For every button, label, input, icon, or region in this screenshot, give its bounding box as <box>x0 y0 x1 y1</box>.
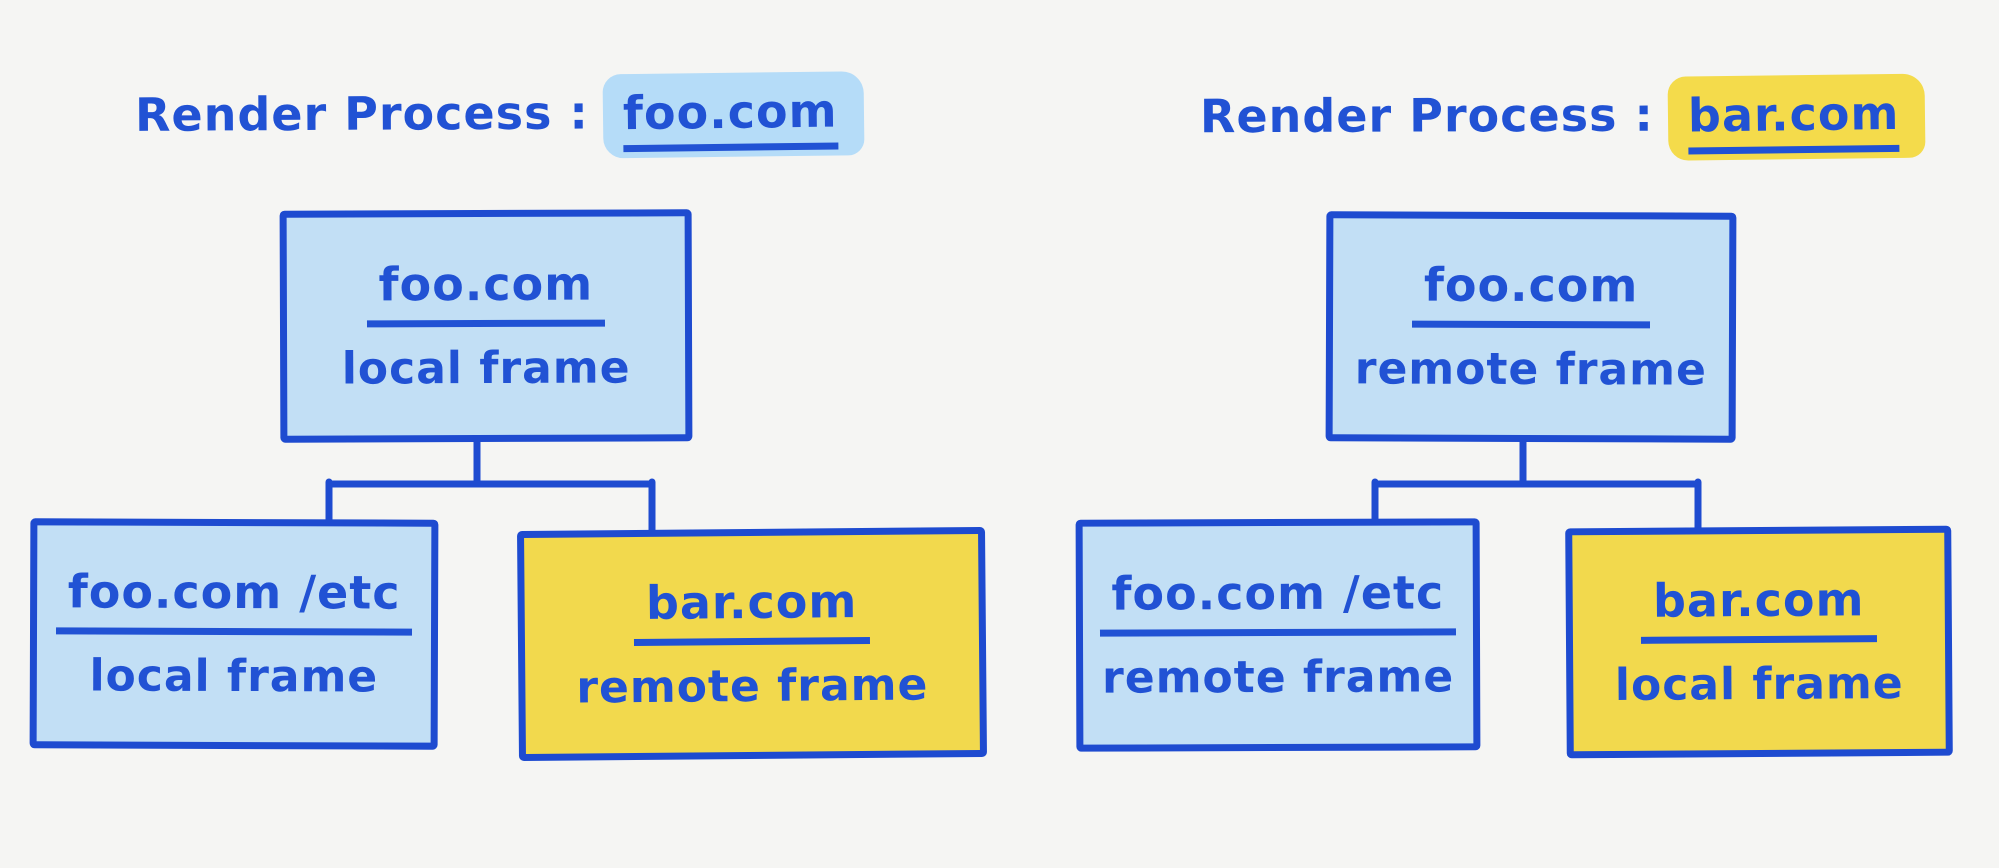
frame-domain-label: foo.com /etc <box>55 564 413 636</box>
frame-domain-label: foo.com <box>1411 258 1651 329</box>
bar-domain-label: bar.com <box>1687 85 1900 155</box>
frame-type-label: remote frame <box>1102 650 1455 704</box>
frame-domain-label: bar.com <box>633 574 870 646</box>
frame-type-label: local frame <box>89 650 379 703</box>
foo-process-child-frame-node-fooetc: foo.com /etc local frame <box>29 518 439 750</box>
bar-tree-connector <box>1371 434 1702 544</box>
foo-process-child-frame-node-bar: bar.com remote frame <box>517 526 987 762</box>
foo-domain-highlight: foo.com <box>602 71 864 159</box>
render-process-foo-title: Render Process : foo.com <box>134 71 864 160</box>
frame-domain-label: foo.com /etc <box>1099 565 1457 637</box>
bar-domain-highlight: bar.com <box>1667 73 1926 161</box>
render-process-foo-title-prefix: Render Process : <box>134 85 589 142</box>
frame-type-label: local frame <box>1614 657 1904 711</box>
frame-domain-label: bar.com <box>1640 572 1877 644</box>
render-process-bar-title-prefix: Render Process : <box>1199 87 1654 144</box>
foo-domain-label: foo.com <box>622 83 838 153</box>
render-process-bar-title: Render Process : bar.com <box>1199 73 1926 162</box>
bar-process-child-frame-node-bar: bar.com local frame <box>1565 525 1953 759</box>
foo-tree-connector <box>325 434 656 546</box>
frame-domain-label: foo.com <box>366 257 606 328</box>
frame-type-label: remote frame <box>1354 342 1707 396</box>
frame-type-label: remote frame <box>576 659 929 714</box>
bar-process-root-frame-node: foo.com remote frame <box>1325 211 1737 443</box>
foo-process-root-frame-node: foo.com local frame <box>279 209 693 443</box>
frame-type-label: local frame <box>341 342 631 395</box>
bar-process-child-frame-node-fooetc: foo.com /etc remote frame <box>1075 518 1481 752</box>
